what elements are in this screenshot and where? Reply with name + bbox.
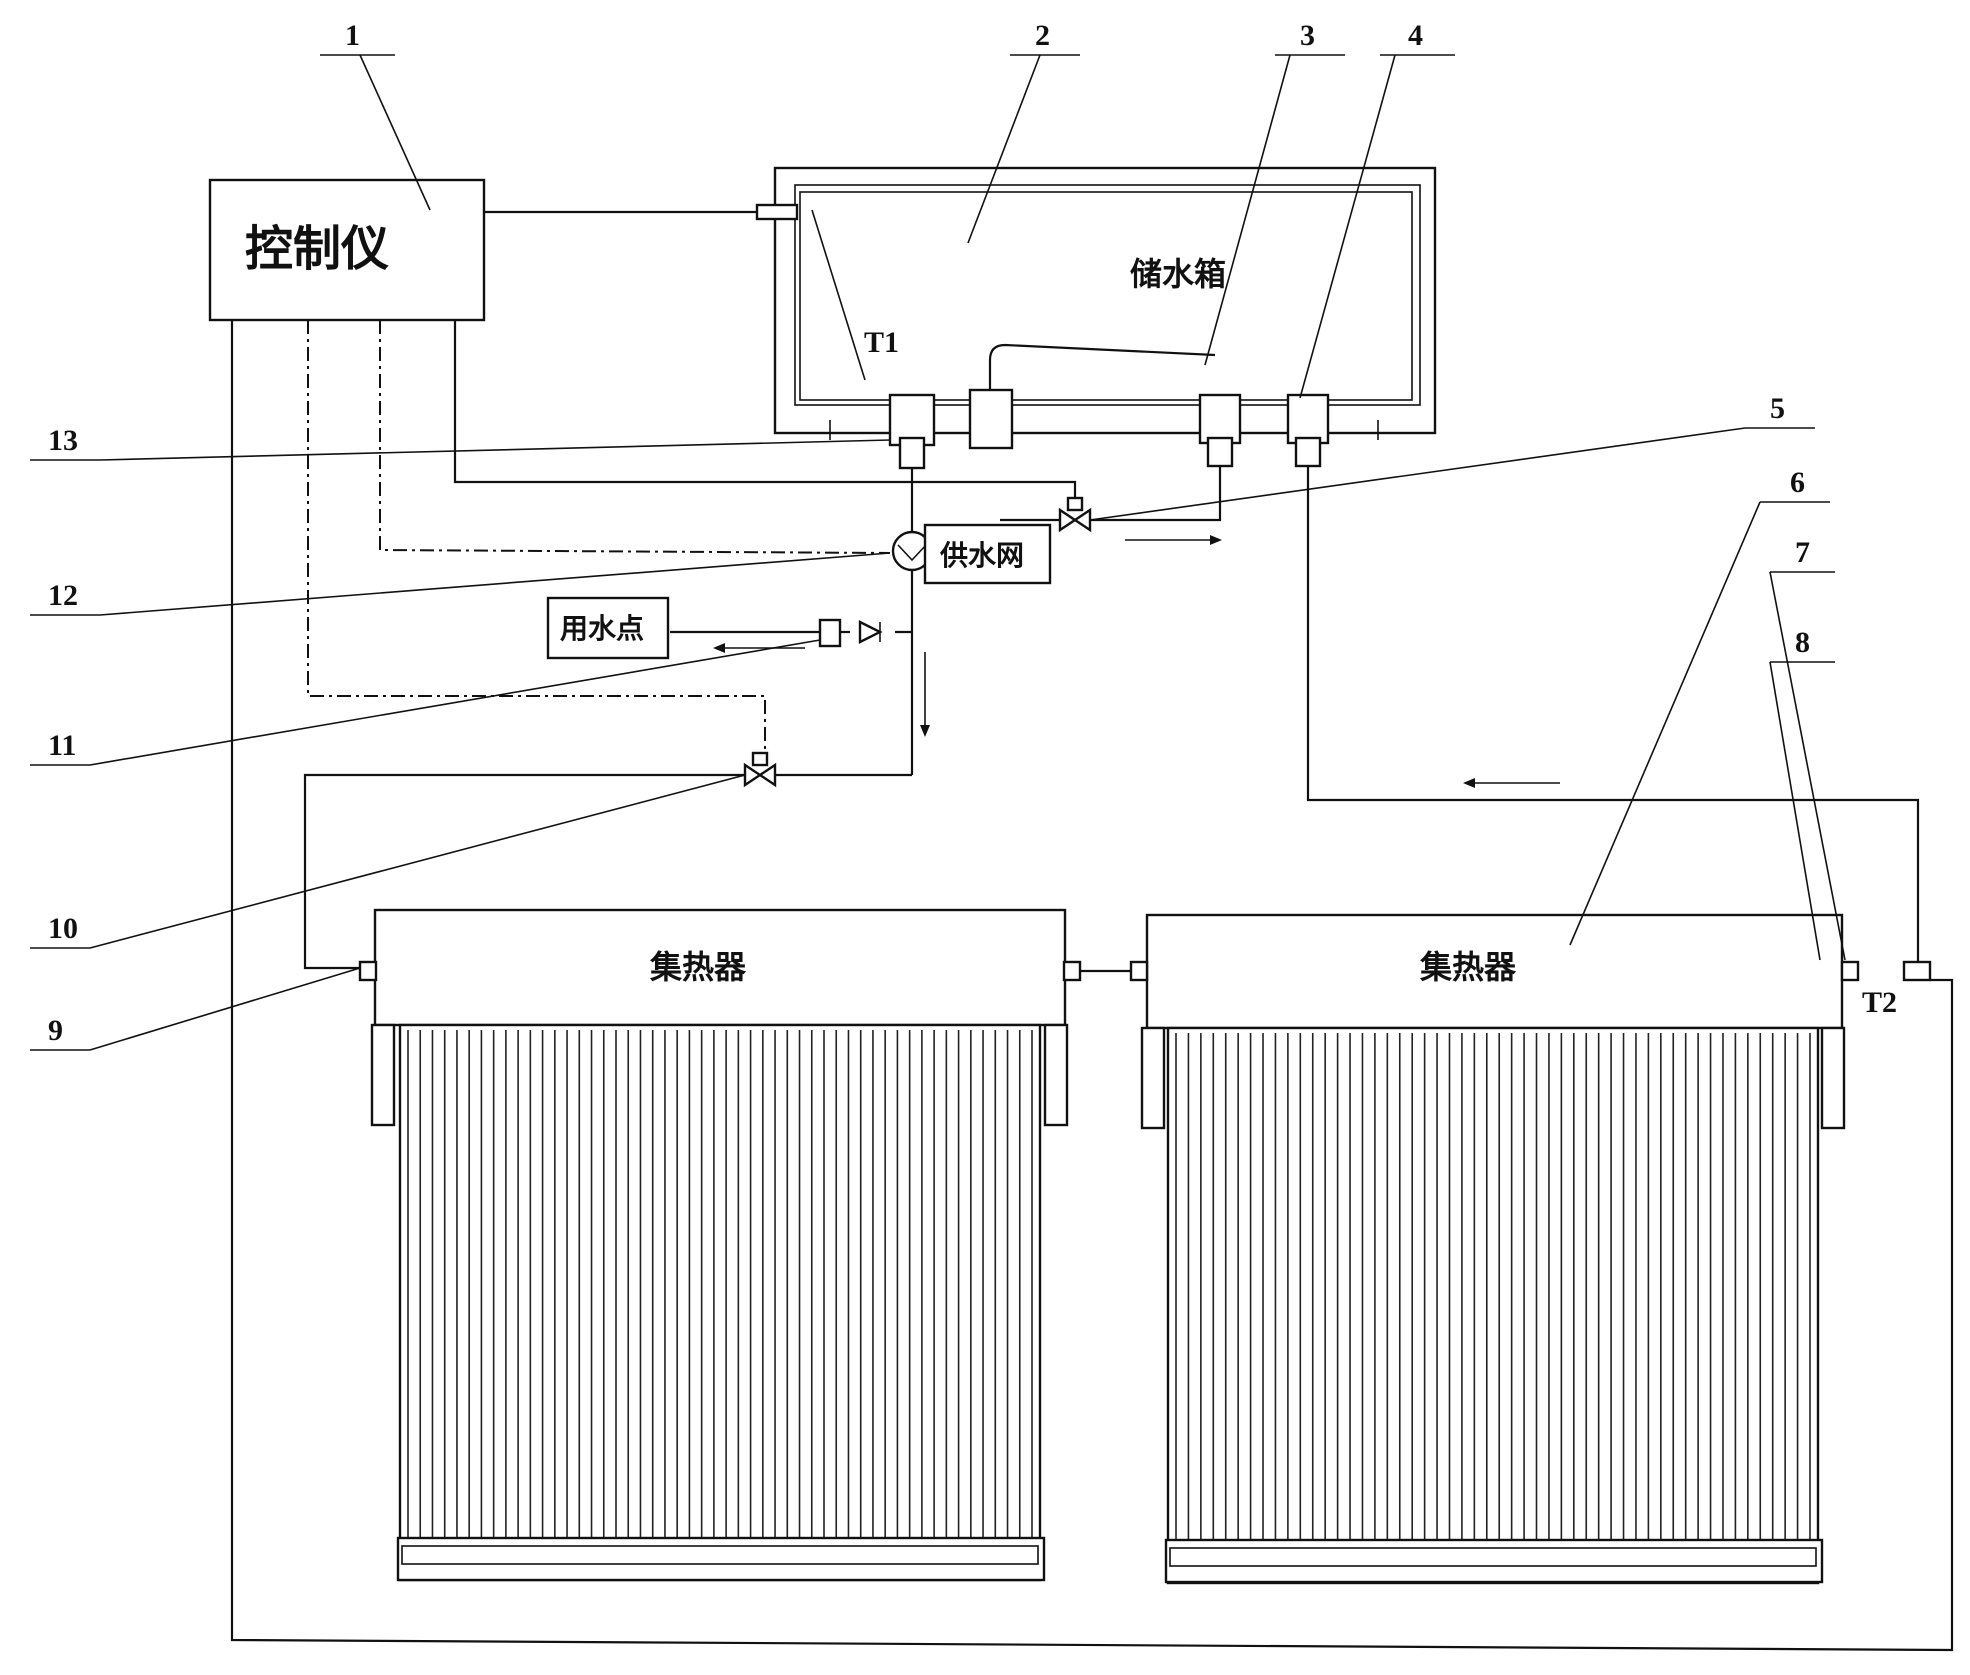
callout-numbers: 1 2 3 4 5 6 7 8 9 10 11 12 13 xyxy=(48,19,1810,1047)
valve-10 xyxy=(743,751,777,788)
pump-12 xyxy=(891,530,933,572)
use-point-label: 用水点 xyxy=(560,612,644,645)
signal-to-pump xyxy=(379,320,891,554)
signal-to-valve xyxy=(307,320,766,762)
callout-6: 6 xyxy=(1790,466,1805,499)
sensor-box xyxy=(1902,960,1932,982)
controller-label: 控制仪 xyxy=(245,221,389,277)
leader-lines xyxy=(30,54,1846,1051)
callout-13: 13 xyxy=(48,424,78,457)
callout-1: 1 xyxy=(345,19,360,52)
supply-network-label: 供水网 xyxy=(939,539,1024,572)
use-point-box: 用水点 xyxy=(546,596,670,660)
callout-3: 3 xyxy=(1300,19,1315,52)
callout-8: 8 xyxy=(1795,626,1810,659)
sensor-t1-label: T1 xyxy=(864,326,899,359)
collector-left-label: 集热器 xyxy=(649,948,747,986)
pipes xyxy=(230,320,1954,1652)
callout-9: 9 xyxy=(48,1014,63,1047)
storage-tank: 储水箱 T1 xyxy=(755,166,1437,470)
callout-5: 5 xyxy=(1770,392,1785,425)
callout-7: 7 xyxy=(1795,536,1810,569)
callout-10: 10 xyxy=(48,912,78,945)
check-valve-11 xyxy=(818,618,883,648)
valve-5 xyxy=(1058,496,1092,533)
flow-arrows xyxy=(713,535,1560,788)
collector-right: 集热器 xyxy=(1129,913,1860,1585)
collector-left: 集热器 xyxy=(358,908,1082,1582)
supply-network-box: 供水网 xyxy=(923,523,1052,585)
callout-11: 11 xyxy=(48,729,76,762)
callout-2: 2 xyxy=(1035,19,1050,52)
tank-label: 储水箱 xyxy=(1130,255,1226,293)
callout-12: 12 xyxy=(48,579,78,612)
callout-4: 4 xyxy=(1408,19,1423,52)
controller-box: 控制仪 xyxy=(208,178,486,322)
collector-right-label: 集热器 xyxy=(1419,948,1517,986)
sensor-t2-label: T2 xyxy=(1862,986,1897,1019)
